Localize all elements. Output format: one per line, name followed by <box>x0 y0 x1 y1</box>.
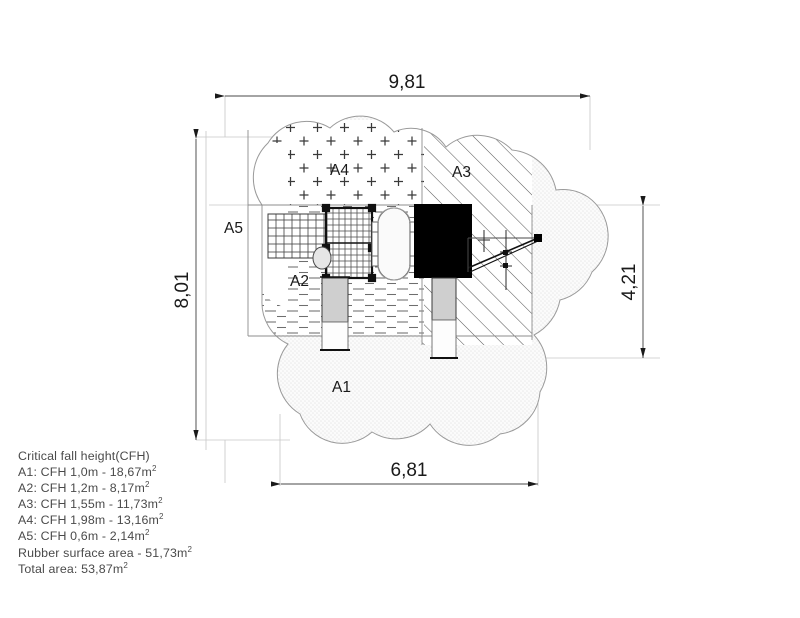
legend-row-a5: A5: CFH 0,6m - 2,14m2 <box>18 528 318 544</box>
legend-row-rubber-text: Rubber surface area - 51,73m <box>18 545 188 560</box>
zone-label-a2: A2 <box>290 273 309 290</box>
legend-row-a3: A3: CFH 1,55m - 11,73m2 <box>18 496 318 512</box>
legend-row-a3-sup: 2 <box>158 496 163 506</box>
net-anchor <box>534 234 542 242</box>
dimension-bottom-label: 6,81 <box>391 460 428 481</box>
dimension-right-label: 4,21 <box>619 264 640 301</box>
legend-row-a4-text: A4: CFH 1,98m - 13,16m <box>18 513 160 528</box>
dimension-left-label: 8,01 <box>172 272 193 309</box>
cfh-legend: Critical fall height(CFH) A1: CFH 1,0m -… <box>18 448 318 577</box>
legend-row-a4-sup: 2 <box>159 512 164 522</box>
safety-surface-body <box>253 116 609 446</box>
zone-label-a5: A5 <box>224 220 243 237</box>
pole-grip <box>312 246 332 270</box>
slide-right <box>430 277 458 359</box>
legend-row-total-text: Total area: 53,87m <box>18 561 124 576</box>
legend-row-a2-text: A2: CFH 1,2m - 8,17m <box>18 481 145 496</box>
legend-row-total: Total area: 53,87m2 <box>18 561 318 577</box>
zone-labels: A4 A3 A5 A2 A1 <box>224 162 471 396</box>
dimension-right: 4,21 <box>619 196 646 358</box>
zone-label-a3: A3 <box>452 164 471 181</box>
surface-outline <box>252 115 609 446</box>
tunnel-capsule <box>377 207 411 281</box>
legend-row-a1-sup: 2 <box>151 463 157 473</box>
legend-row-a2-sup: 2 <box>144 480 150 490</box>
play-equipment <box>267 203 542 359</box>
legend-title: Critical fall height(CFH) <box>18 449 150 463</box>
legend-row-a1: A1: CFH 1,0m - 18,67m2 <box>18 464 318 480</box>
dimension-top: 9,81 <box>215 72 590 99</box>
slide-left <box>320 276 350 351</box>
legend-row-a3-text: A3: CFH 1,55m - 11,73m <box>18 497 159 512</box>
capsule-top-arc <box>377 207 411 223</box>
legend-row-rubber: Rubber surface area - 51,73m2 <box>18 545 318 561</box>
legend-row-a4: A4: CFH 1,98m - 13,16m2 <box>18 512 318 528</box>
capsule-bottom-arc <box>377 265 411 281</box>
dimension-bottom: 6,81 <box>271 460 538 487</box>
legend-row-a5-sup: 2 <box>144 528 150 538</box>
black-tower-block <box>414 204 472 278</box>
legend-row-a5-text: A5: CFH 0,6m - 2,14m <box>18 529 145 544</box>
climbing-net <box>467 230 542 290</box>
dimension-left: 8,01 <box>172 129 199 440</box>
legend-row-rubber-sup: 2 <box>187 544 193 554</box>
legend-row-total-sup: 2 <box>123 560 128 570</box>
dimension-top-label: 9,81 <box>389 72 426 93</box>
legend-row-a2: A2: CFH 1,2m - 8,17m2 <box>18 480 318 496</box>
zone-label-a1: A1 <box>332 379 351 396</box>
zone-label-a4: A4 <box>330 162 349 179</box>
legend-row-a1-text: A1: CFH 1,0m - 18,67m <box>18 465 152 480</box>
